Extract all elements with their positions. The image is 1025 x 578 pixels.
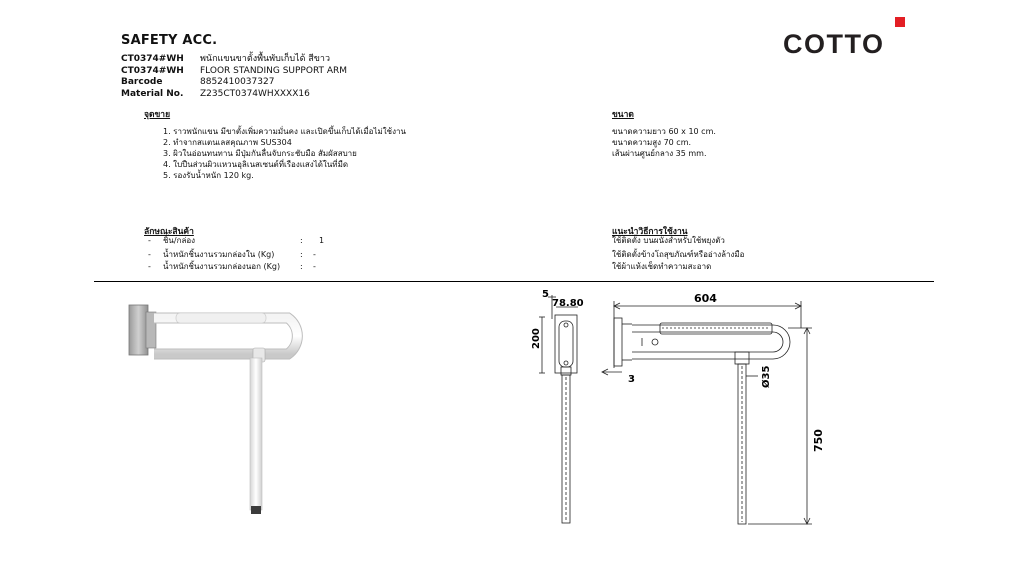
dimensions-heading: ขนาด [612, 110, 634, 120]
logo-square-icon [895, 17, 905, 27]
brand-logo: COTTO [779, 15, 919, 63]
dim-diameter: Ø35 [760, 366, 772, 388]
list-item: 3. ผิวในอ่อนทนทาน มีปุ่มกันลื่นจับกระชับ… [163, 149, 357, 158]
spec-label: ชิ้น/กล่อง [163, 236, 196, 245]
info-value: Z235CT0374WHXXXX16 [200, 88, 310, 99]
info-row: Barcode 8852410037327 [121, 77, 347, 89]
info-row: CT0374#WH พนักแขนขาตั้งพื้นพับเก็บได้ สี… [121, 54, 347, 66]
spec-label: น้ำหนักชิ้นงานรวมกล่องนอก (Kg) [163, 262, 281, 271]
dim-width: 604 [694, 292, 717, 305]
list-item: 1. ราวพนักแขน มีขาตั้งเพิ่มความมั่นคง แล… [163, 127, 406, 136]
side-view-drawing: 5 78.80 200 [531, 289, 584, 524]
characteristics-heading: ลักษณะสินค้า [144, 227, 194, 237]
spec-value: - [313, 250, 316, 259]
spec-row: - ชิ้น/กล่อง : 1 [148, 235, 324, 247]
wall-plate-outline [554, 314, 578, 374]
wall-plate-outline [613, 317, 623, 367]
list-item: 2. ทำจากสแตนเลสคุณภาพ SUS304 [163, 138, 292, 147]
list-item: ขนาดความสูง 70 cm. [612, 138, 692, 147]
page-title: SAFETY ACC. [121, 33, 218, 48]
info-value: FLOOR STANDING SUPPORT ARM [200, 65, 348, 76]
list-item: ใช้ติดตั้ง บนผนังสำหรับใช้พยุงตัว [612, 236, 725, 245]
product-photo [128, 304, 303, 514]
info-value: พนักแขนขาตั้งพื้นพับเก็บได้ สีขาว [200, 54, 331, 64]
list-item: 4. ใบปืนส่วนผิวแหวนอุลิเนสเซนต์ที่เรืองแ… [163, 160, 349, 169]
dimensions-list: ขนาดความยาว 60 x 10 cm. ขนาดความสูง 70 c… [612, 126, 716, 159]
leg-outline [561, 374, 571, 524]
spec-value: - [313, 262, 316, 271]
spec-dash: - [148, 262, 151, 271]
characteristics-table: - ชิ้น/กล่อง : 1 - น้ำหนักชิ้นงานรวมกล่อ… [148, 235, 324, 273]
grip-outline [659, 322, 773, 335]
grip-icon [175, 312, 267, 324]
dim-top: 5 [542, 289, 549, 300]
spec-row: - น้ำหนักชิ้นงานรวมกล่องใน (Kg) : - [148, 249, 324, 261]
spec-sep: : [300, 262, 303, 271]
spec-sep: : [300, 250, 303, 259]
floor-leg-icon [249, 357, 263, 511]
spec-row: - น้ำหนักชิ้นงานรวมกล่องนอก (Kg) : - [148, 261, 324, 273]
info-value: 8852410037327 [200, 77, 275, 87]
list-item: ขนาดความยาว 60 x 10 cm. [612, 127, 716, 136]
dim-gap: 3 [628, 374, 635, 385]
upper-arm-icon [154, 312, 303, 360]
features-heading: จุดขาย [144, 110, 171, 120]
info-row: CT0374#WH FLOOR STANDING SUPPORT ARM [121, 66, 347, 78]
leg-outline [737, 363, 747, 525]
dim-height: 750 [812, 429, 825, 452]
dim-height: 200 [531, 328, 542, 349]
list-item: ใช้ติดตั้งข้างโถสุขภัณฑ์หรืออ่างล้างมือ [612, 250, 745, 259]
spec-dash: - [148, 250, 151, 259]
section-divider [94, 281, 934, 282]
list-item: เส้นผ่านศูนย์กลาง 35 mm. [612, 149, 707, 158]
front-view-drawing: 604 3 Ø35 750 [601, 292, 825, 525]
logo-text: COTTO [783, 29, 885, 59]
info-label: CT0374#WH [121, 65, 184, 76]
usage-list: ใช้ติดตั้ง บนผนังสำหรับใช้พยุงตัว ใช้ติด… [612, 235, 744, 273]
info-label: CT0374#WH [121, 54, 184, 64]
product-info: CT0374#WH พนักแขนขาตั้งพื้นพับเก็บได้ สี… [121, 54, 347, 100]
foot-cap-icon [251, 506, 261, 514]
wall-plate-icon [128, 304, 149, 356]
spec-label: น้ำหนักชิ้นงานรวมกล่องใน (Kg) [163, 250, 275, 259]
usage-heading: แนะนำวิธีการใช้งาน [612, 227, 688, 237]
list-item: 5. รองรับน้ำหนัก 120 kg. [163, 171, 254, 180]
features-list: 1. ราวพนักแขน มีขาตั้งเพิ่มความมั่นคง แล… [163, 126, 406, 181]
spec-value: 1 [319, 236, 325, 245]
info-label: Barcode [121, 77, 163, 87]
cotto-logo-icon: COTTO [783, 17, 905, 59]
arm-outline [632, 324, 791, 360]
spec-dash: - [148, 236, 151, 245]
list-item: ใช้ผ้าแห้งเช็ดทำความสะอาด [612, 262, 712, 271]
dim-width: 78.80 [552, 298, 584, 309]
info-label: Material No. [121, 88, 184, 99]
info-row: Material No. Z235CT0374WHXXXX16 [121, 89, 347, 101]
spec-sep: : [300, 236, 303, 245]
